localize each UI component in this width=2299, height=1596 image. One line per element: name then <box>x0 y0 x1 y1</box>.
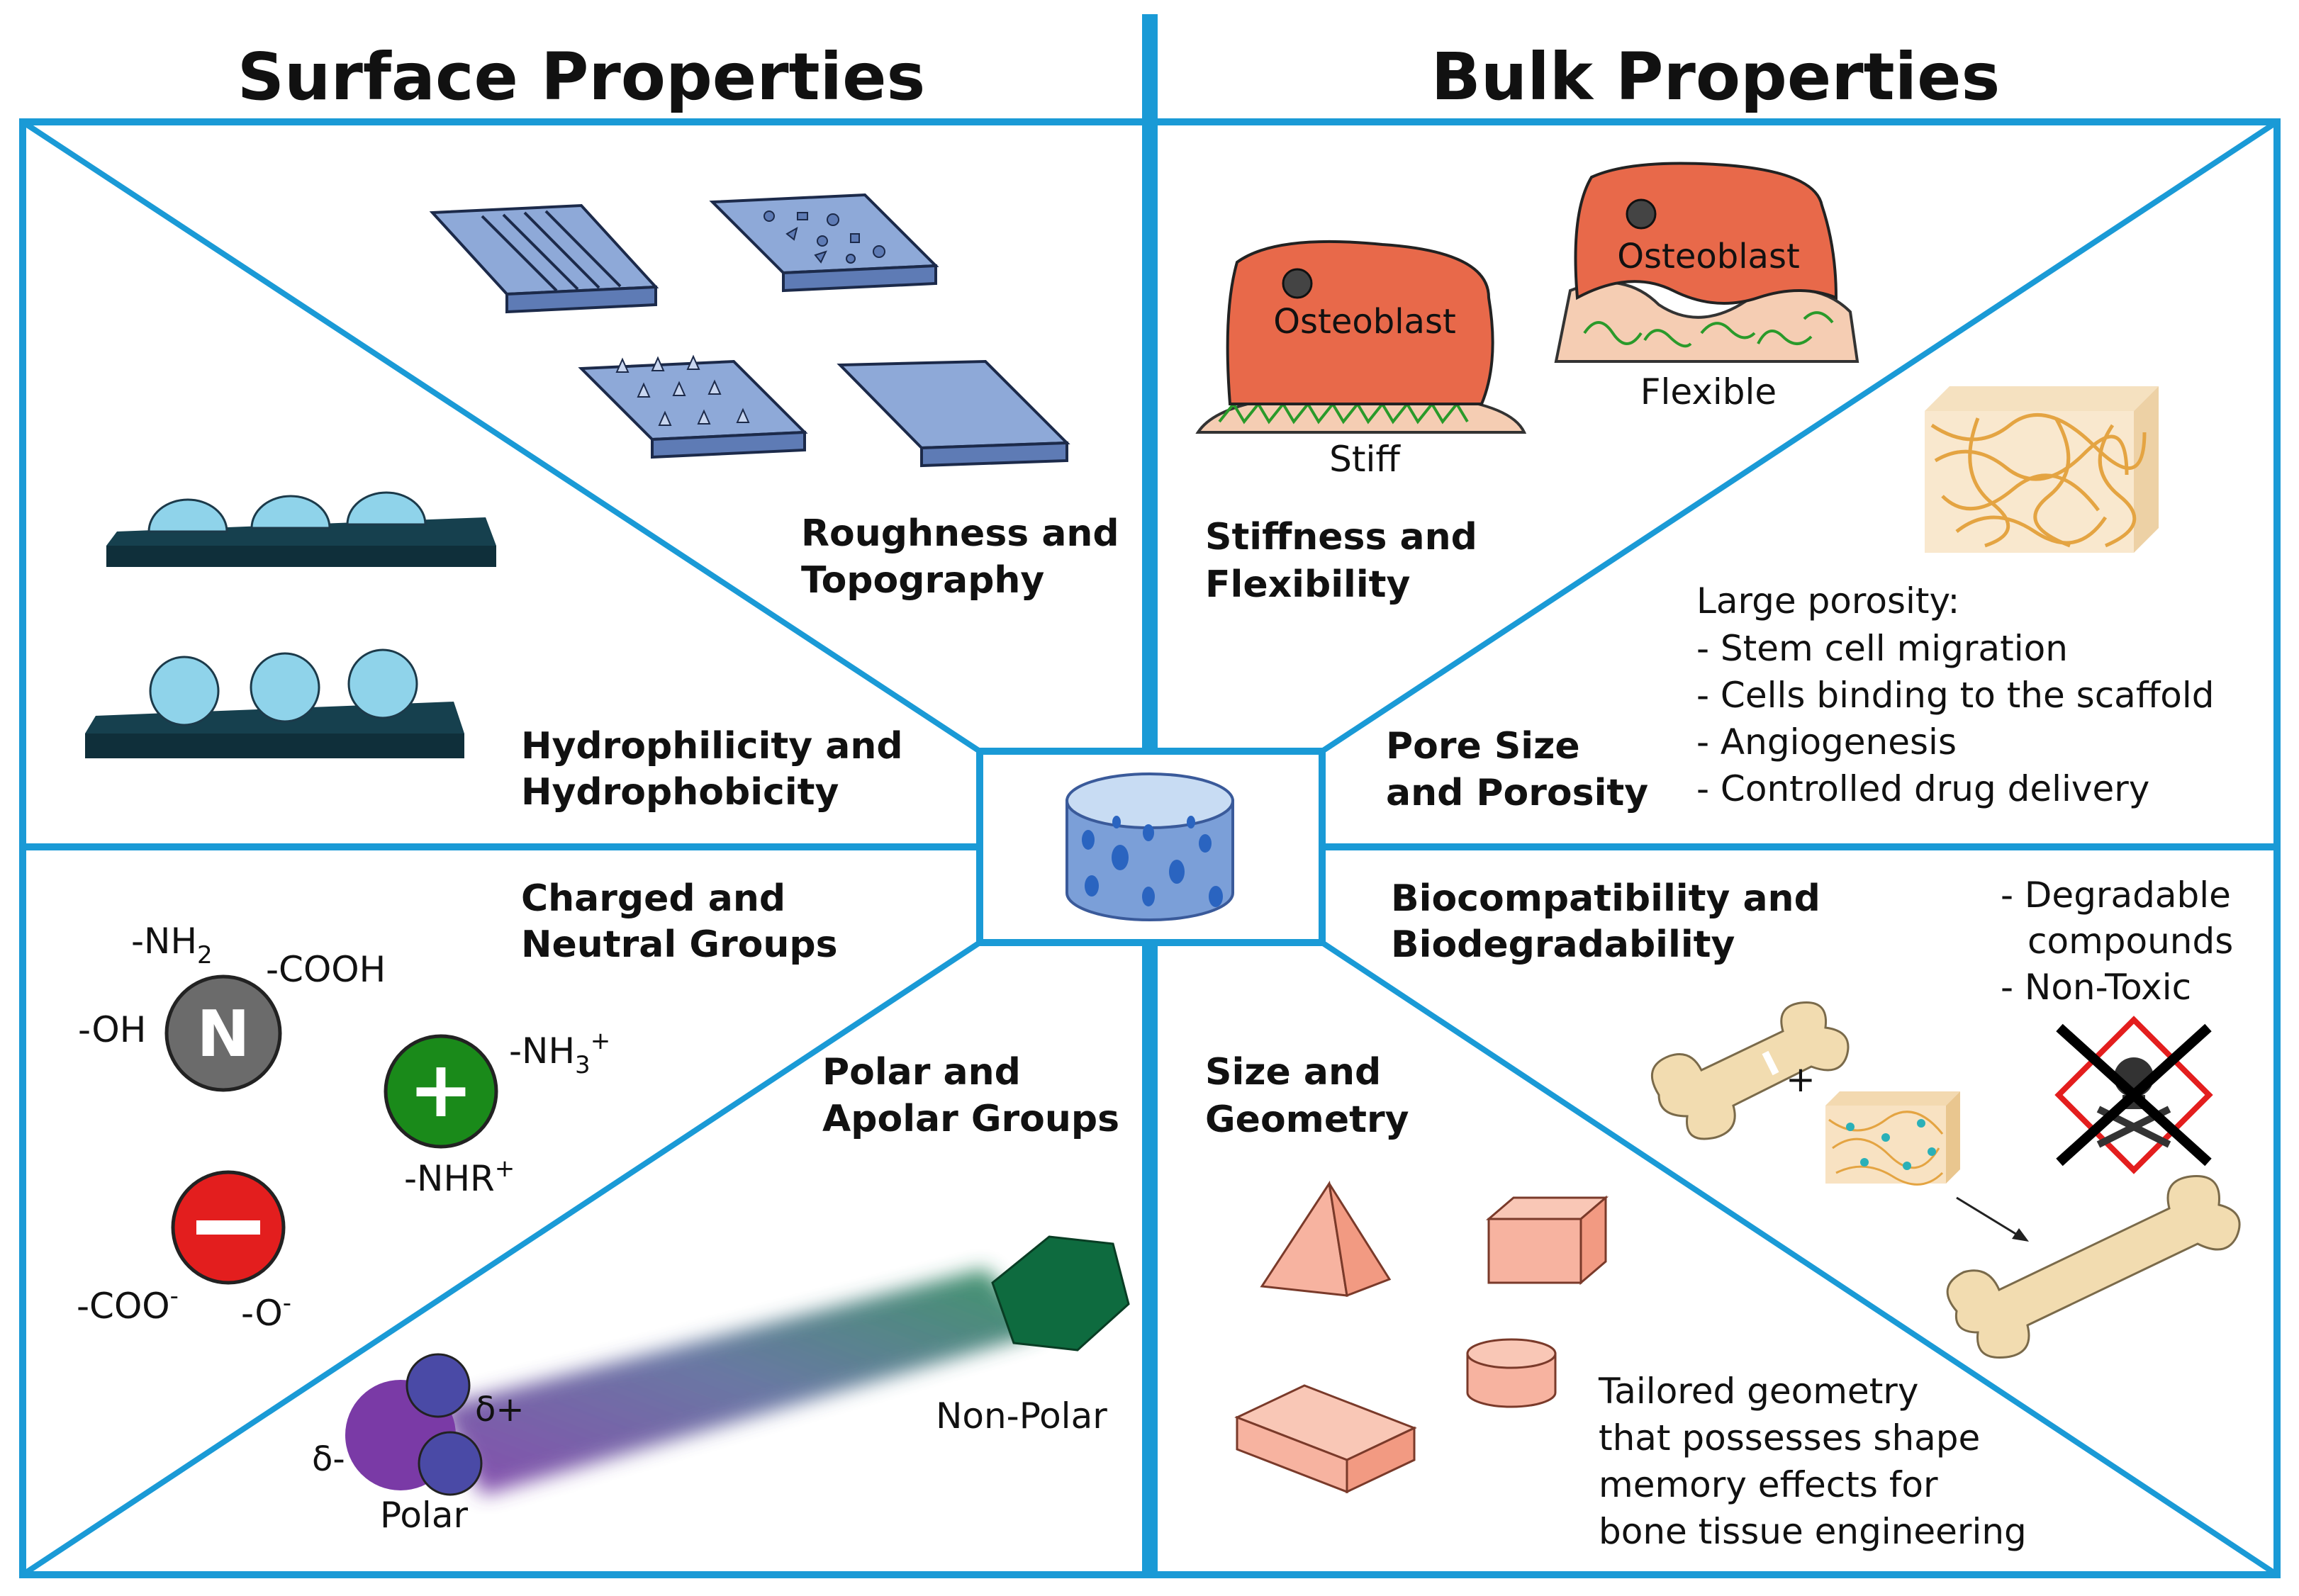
stiff-cell-label: Osteoblast <box>1273 302 1456 342</box>
pore-item-1: - Stem cell migration <box>1696 628 2068 669</box>
geometry-shapes <box>1234 1180 1609 1494</box>
cube-shape <box>1485 1195 1609 1286</box>
stiffness-title: Stiffness and <box>1205 516 1477 558</box>
nh2-label: -NH2 <box>131 921 213 970</box>
porous-scaffold-cube <box>1925 386 2159 553</box>
o-label: -O- <box>241 1289 291 1334</box>
delta-minus-label: δ- <box>312 1439 345 1479</box>
positive-symbol: + <box>408 1044 474 1135</box>
smooth-plate <box>837 359 1070 468</box>
plus-sign: + <box>1786 1059 1816 1100</box>
porosity-title: and Porosity <box>1386 772 1648 814</box>
non-toxic-label: - Non-Toxic <box>2001 967 2191 1008</box>
geometry-desc-3: memory effects for <box>1599 1464 1938 1505</box>
pore-item-4: - Controlled drug delivery <box>1696 768 2149 809</box>
cylinder-shape <box>1466 1338 1557 1408</box>
pore-item-3: - Angiogenesis <box>1696 721 1957 763</box>
hydrophobicity-title: Hydrophobicity <box>521 771 839 814</box>
negative-symbol <box>196 1220 260 1235</box>
arrow-icon <box>1956 1196 2029 1242</box>
pillar-plate <box>578 354 808 459</box>
healed-bone-icon <box>1946 1175 2241 1359</box>
slab-shape <box>1234 1384 1417 1494</box>
coo-label: -COO- <box>77 1282 179 1327</box>
neutral-symbol: N <box>196 997 250 1072</box>
broken-bone-icon <box>1651 1001 1850 1140</box>
nonpolar-label: Non-Polar <box>936 1395 1107 1437</box>
pyramid-shape <box>1260 1180 1392 1298</box>
geometry-title: Geometry <box>1205 1098 1409 1141</box>
topography-plates <box>429 193 1070 468</box>
porous-scaffold-cylinder <box>1065 772 1234 921</box>
polar-title: Polar and <box>822 1051 1021 1094</box>
polarity-gradient <box>440 1269 1042 1495</box>
grooved-plate <box>429 203 659 314</box>
oh-label: -OH <box>78 1009 146 1050</box>
flexibility-title: Flexibility <box>1205 563 1410 606</box>
neutral-group-icon: N <box>164 974 282 1092</box>
flexible-cell-label: Osteoblast <box>1617 237 1800 276</box>
delta-plus-label: δ+ <box>475 1390 525 1429</box>
cooh-label: -COOH <box>266 949 386 990</box>
negative-group-icon <box>171 1170 286 1285</box>
pore-size-title: Pore Size <box>1386 725 1580 768</box>
flexible-label: Flexible <box>1640 371 1777 412</box>
geometry-desc-4: bone tissue engineering <box>1599 1511 2027 1552</box>
pore-item-2: - Cells binding to the scaffold <box>1696 675 2215 716</box>
geometry-desc-2: that possesses shape <box>1599 1417 1980 1459</box>
positive-group-icon: + <box>384 1034 498 1149</box>
flexible-osteoblast: Osteoblast <box>1554 162 1859 363</box>
roughness-title: Roughness and <box>801 512 1119 555</box>
hydrophobic-droplets <box>85 648 464 758</box>
bulk-properties-title: Bulk Properties <box>1431 39 2001 115</box>
topography-title: Topography <box>801 559 1044 602</box>
textured-plate <box>709 193 939 293</box>
large-porosity-label: Large porosity: <box>1696 580 1959 622</box>
geometry-desc-1: Tailored geometry <box>1598 1371 1918 1412</box>
hydrophilicity-title: Hydrophilicity and <box>521 725 903 768</box>
nhr-label: -NHR+ <box>404 1154 515 1199</box>
nh3-label: -NH3+ <box>509 1027 610 1079</box>
cell-scaffold-cube <box>1825 1091 1960 1186</box>
non-toxic-icon <box>2054 1016 2213 1174</box>
charged-title: Charged and <box>521 877 785 920</box>
nonpolar-hexagon <box>991 1235 1130 1351</box>
degradable-label: - Degradable <box>2001 875 2231 916</box>
apolar-groups-title: Apolar Groups <box>822 1098 1119 1140</box>
neutral-groups-title: Neutral Groups <box>521 923 838 966</box>
compounds-label: compounds <box>2027 921 2233 962</box>
stiff-label: Stiff <box>1329 439 1401 480</box>
polar-molecule <box>345 1353 483 1496</box>
polar-label: Polar <box>380 1495 468 1536</box>
hydrophilic-droplets <box>106 491 496 567</box>
biocompatibility-title: Biocompatibility and <box>1391 877 1820 920</box>
biodegradability-title: Biodegradability <box>1391 923 1735 966</box>
surface-properties-title: Surface Properties <box>237 39 926 115</box>
stiff-osteoblast: Osteoblast <box>1195 240 1527 434</box>
size-title: Size and <box>1205 1051 1381 1094</box>
